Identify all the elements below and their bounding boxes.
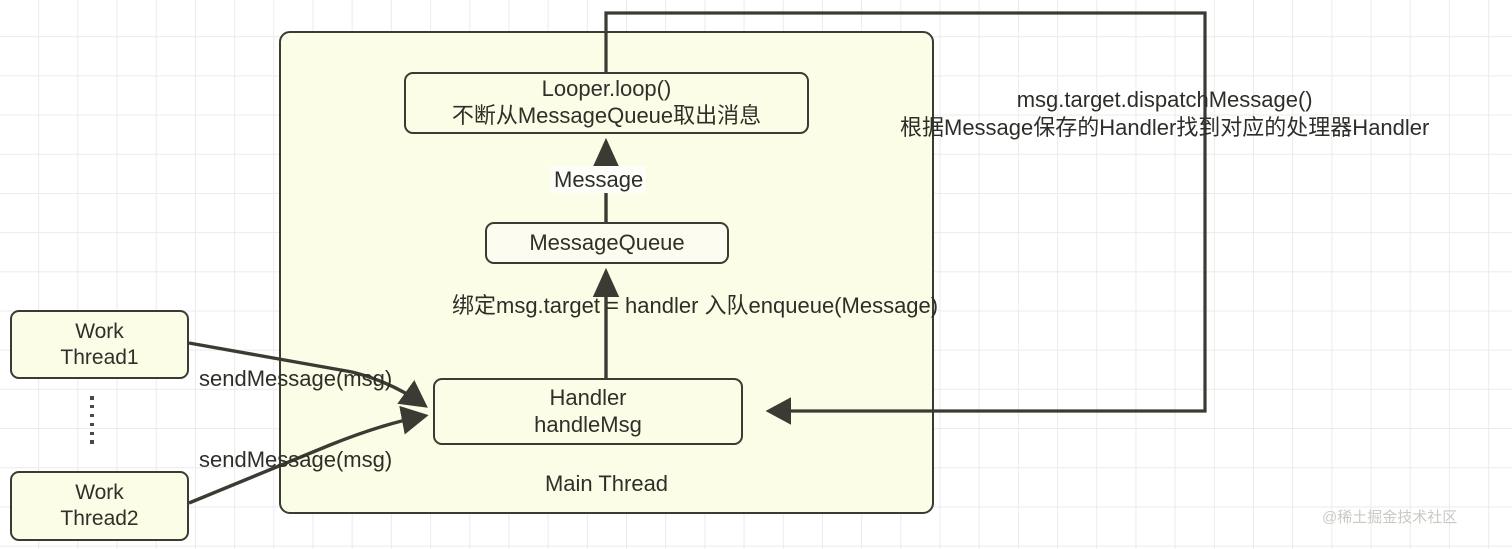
work-thread-2-node[interactable]: Work Thread2 xyxy=(10,471,189,541)
handler-line-1: Handler xyxy=(549,384,627,410)
dispatch-line-1: msg.target.dispatchMessage() xyxy=(1016,87,1313,112)
edge-label-dispatch-message: msg.target.dispatchMessage() 根据Message保存… xyxy=(900,86,1429,142)
dispatch-line-2: 根据Message保存的Handler找到对应的处理器Handler xyxy=(900,115,1430,141)
handler-node[interactable]: Handler handleMsg xyxy=(433,378,743,445)
edge-label-send-message-1: sendMessage(msg) xyxy=(199,366,393,391)
watermark: @稀土掘金技术社区 xyxy=(1322,509,1458,526)
message-queue-label: MessageQueue xyxy=(529,229,685,255)
edge-label-message: Message xyxy=(551,166,647,194)
vertical-ellipsis-icon xyxy=(89,396,95,444)
work-thread-1-line-1: Work xyxy=(75,319,124,343)
handler-line-2: handleMsg xyxy=(534,411,642,437)
edge-label-bind-enqueue: 绑定msg.target = handler 入队enqueue(Message… xyxy=(452,292,938,319)
work-thread-2-line-2: Thread2 xyxy=(60,507,139,530)
edge-label-send-message-2: sendMessage(msg) xyxy=(199,447,393,472)
message-queue-node[interactable]: MessageQueue xyxy=(485,222,729,264)
bind-line-1: 绑定msg.target = handler xyxy=(452,293,699,318)
work-thread-1-line-2: Thread1 xyxy=(60,345,139,369)
work-thread-2-line-1: Work xyxy=(75,481,124,505)
looper-line-1: Looper.loop() xyxy=(541,76,672,102)
looper-loop-node[interactable]: Looper.loop() 不断从MessageQueue取出消息 xyxy=(404,72,809,134)
work-thread-1-node[interactable]: Work Thread1 xyxy=(10,310,189,379)
looper-line-2: 不断从MessageQueue取出消息 xyxy=(451,103,762,128)
bind-line-2: 入队enqueue(Message) xyxy=(704,293,939,318)
main-thread-label: Main Thread xyxy=(544,471,669,496)
